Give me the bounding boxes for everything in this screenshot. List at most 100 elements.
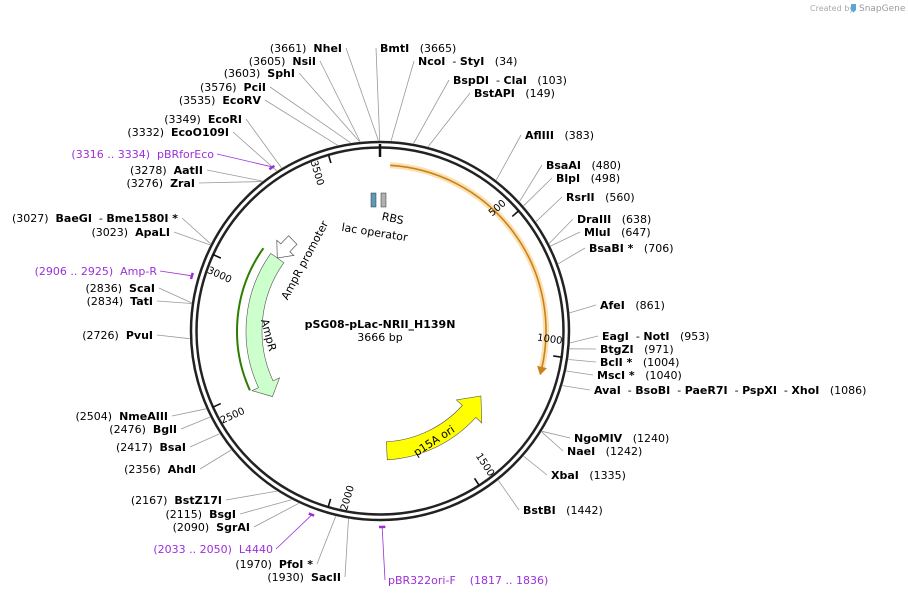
site-label: (2167) BstZ17I [131, 494, 222, 507]
site-position: (383) [554, 129, 594, 142]
site-position: (2476) [109, 423, 153, 436]
site-enzyme-name: ZraI [170, 177, 195, 190]
primer-pbrforeco[interactable]: (3316 .. 3334) pBRforEco [71, 148, 276, 171]
created-by-text: Created by [810, 4, 854, 13]
site-ecoo109i[interactable]: (3332) EcoO109I [127, 126, 278, 172]
site-position: (861) [625, 299, 665, 312]
site-naei[interactable]: NaeI (1242) [541, 431, 643, 458]
primer-label: (2033 .. 2050) L4440 [153, 543, 273, 556]
site-enzyme-name: NaeI [567, 445, 595, 458]
site-label: (2504) NmeAIII [76, 410, 169, 423]
site-mlui[interactable]: MluI (647) [550, 226, 651, 247]
site-bsaai[interactable]: BsaAI (480) [519, 159, 621, 202]
primer-amp-r[interactable]: (2906 .. 2925) Amp-R [35, 265, 194, 280]
feature-ampr-promoter[interactable]: AmpR promoter [276, 218, 332, 302]
site-connector [189, 433, 220, 448]
site-label: DraIII (638) [577, 213, 651, 226]
site-connector [181, 217, 211, 245]
site-connector [345, 47, 379, 141]
site-position: (1442) [556, 504, 603, 517]
site-bsabi[interactable]: BsaBI * (706) [557, 242, 674, 265]
site-pfoi[interactable]: (1970) PfoI * [235, 516, 337, 571]
site-msci[interactable]: MscI * (1040) [566, 369, 682, 382]
site-connector [225, 490, 277, 501]
site-scai[interactable]: (2836) ScaI [85, 282, 192, 304]
site-nhei[interactable]: (3661) NheI [270, 42, 379, 141]
site-enzyme-name: DraIII [577, 213, 611, 226]
feature-rbs[interactable]: RBS [380, 192, 405, 227]
site-bsai[interactable]: (2417) BsaI [116, 433, 220, 454]
site-rsrii[interactable]: RsrII (560) [535, 191, 635, 222]
site-bcli[interactable]: BclI * (1004) [568, 356, 679, 369]
tick-label-2000: 2000 [339, 484, 357, 512]
feature-orange-cds[interactable] [390, 162, 549, 376]
site-bstz17i[interactable]: (2167) BstZ17I [131, 490, 277, 507]
site-sacii[interactable]: (1930) SacII [267, 518, 349, 584]
site-label: (3278) AatII [130, 164, 203, 177]
site-position: (560) [595, 191, 635, 204]
site-connector [390, 60, 415, 141]
site-bstbi[interactable]: BstBI (1442) [497, 480, 603, 517]
site-zrai[interactable]: (3276) ZraI [127, 177, 262, 190]
site-pcii[interactable]: (3576) PciI [200, 81, 351, 144]
site-ngomiv[interactable]: NgoMIV (1240) [541, 430, 669, 445]
site-enzyme-name: ApaLI [135, 226, 170, 239]
cds-arrowhead-icon [537, 365, 547, 376]
site-position: - [92, 212, 106, 225]
site-aatii[interactable]: (3278) AatII [130, 164, 263, 182]
plasmid-length: 3666 bp [357, 331, 402, 344]
site-ecorv[interactable]: (3535) EcoRV [179, 94, 338, 146]
site-label: (1970) PfoI * [235, 558, 313, 571]
feature-p15a-ori[interactable]: p15A ori [385, 395, 483, 461]
site-ahdi[interactable]: (2356) AhdI [124, 449, 232, 476]
site-baegi-bme1580i[interactable]: (3027) BaeGI - Bme1580I * [12, 212, 211, 245]
site-enzyme-name: PvuI [126, 329, 153, 342]
site-draiii[interactable]: DraIII (638) [548, 213, 651, 244]
site-bmti[interactable]: BmtI (3665) [375, 42, 456, 141]
site-tati[interactable]: (2834) TatI [87, 295, 192, 308]
site-enzyme-name: XhoI [791, 384, 819, 397]
site-afei[interactable]: AfeI (861) [569, 299, 665, 314]
site-sphi[interactable]: (3603) SphI [224, 67, 360, 142]
site-eagi-noti[interactable]: EagI - NotI (953) [570, 330, 710, 344]
site-afliii[interactable]: AflIII (383) [495, 129, 594, 181]
site-apali[interactable]: (3023) ApaLI [92, 226, 211, 246]
rbs-box [380, 192, 387, 208]
site-pvui[interactable]: (2726) PvuI [82, 329, 190, 342]
site-enzyme-name: NotI [643, 330, 669, 343]
site-enzyme-name: NgoMIV [574, 432, 623, 445]
site-connector [375, 47, 381, 141]
site-xbai[interactable]: XbaI (1335) [523, 455, 626, 482]
site-btgzi[interactable]: BtgZI (971) [569, 343, 674, 356]
primer-binding-mark [308, 512, 315, 517]
site-bspdi-clai[interactable]: BspDI - ClaI (103) [413, 74, 567, 144]
tick-mark-500 [511, 209, 520, 218]
primer-l4440[interactable]: (2033 .. 2050) L4440 [153, 512, 315, 556]
site-enzyme-name: BtgZI [600, 343, 634, 356]
site-position: (706) [633, 242, 673, 255]
primer-binding-mark [268, 164, 276, 171]
site-connector [548, 218, 574, 244]
feature-ampr[interactable]: AmpR [236, 247, 285, 397]
site-nmeaiii[interactable]: (2504) NmeAIII [76, 408, 207, 423]
site-connector [344, 518, 349, 578]
site-bsgi[interactable]: (2115) BsgI [166, 499, 292, 521]
primer-pbr322ori-f[interactable]: pBR322ori-F (1817 .. 1836) [378, 525, 548, 587]
site-ecori[interactable]: (3349) EcoRI [164, 113, 282, 169]
primer-connector [381, 527, 386, 581]
site-ncoi-styi[interactable]: NcoI - StyI (34) [390, 55, 517, 141]
site-enzyme-name: StyI [460, 55, 484, 68]
site-avai-bsobi-paer7i-pspxi-xhoi[interactable]: AvaI - BsoBI - PaeR7I - PspXI - XhoI (10… [562, 384, 867, 397]
site-nsii[interactable]: (3605) NsiI [249, 55, 361, 142]
primer-connector [275, 515, 312, 550]
site-label: NgoMIV (1240) [574, 432, 669, 445]
site-enzyme-name: BsoBI [635, 384, 670, 397]
site-bstapi[interactable]: BstAPI (149) [427, 87, 555, 147]
site-enzyme-name: MluI [584, 226, 611, 239]
site-sgrai[interactable]: (2090) SgrAI [173, 502, 299, 534]
site-connector [206, 169, 263, 182]
site-bgli[interactable]: (2476) BglI [109, 416, 211, 436]
site-connector [269, 86, 351, 144]
site-blpi[interactable]: BlpI (498) [523, 172, 621, 207]
site-position: (2417) [116, 441, 160, 454]
